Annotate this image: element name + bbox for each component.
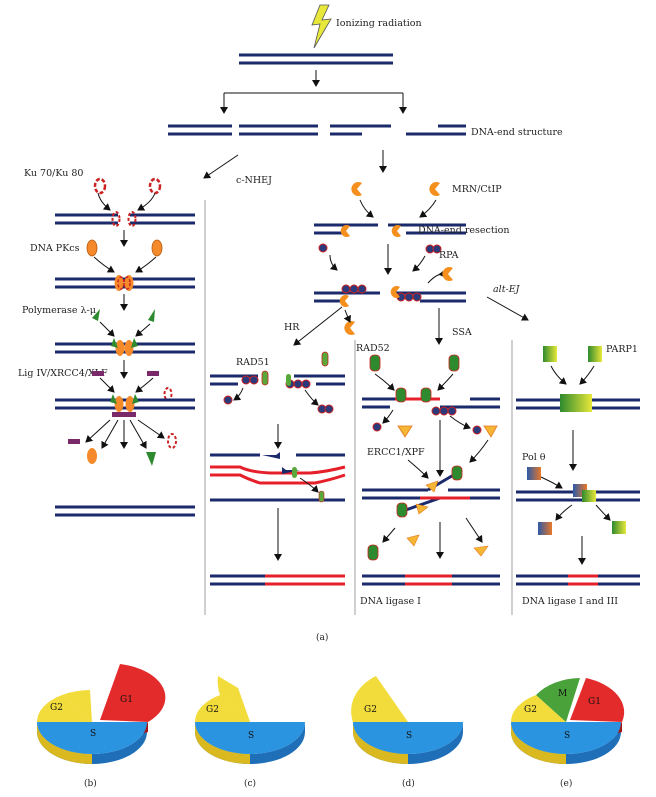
- rad51-molecule: [261, 370, 269, 386]
- ku-label: Ku 70/Ku 80: [24, 168, 83, 179]
- mrn-complex: [429, 182, 440, 196]
- pol-theta-label: Pol θ: [522, 452, 546, 463]
- cell-cycle-pie-c: G2 S: [194, 676, 305, 764]
- panel-a-label: (a): [316, 632, 328, 643]
- cell-cycle-pie-d: G2 S: [351, 676, 463, 764]
- rad51-label: RAD51: [236, 357, 270, 368]
- rad52-molecule: [369, 354, 381, 372]
- ligase-iv-complex: [92, 371, 104, 376]
- pie-c-g2: G2: [206, 705, 219, 715]
- mrn-label: MRN/CtIP: [452, 184, 502, 195]
- ssa-ligase-label: DNA ligase I: [360, 596, 421, 607]
- rpa-label: RPA: [439, 250, 459, 261]
- ercc1-xpf-molecule: [483, 425, 498, 438]
- pie-b-s: S: [90, 729, 96, 739]
- cell-cycle-pie-e: G2 M G1 S: [510, 678, 625, 764]
- broken-dna: [168, 124, 466, 136]
- ligase-iv-complex: [147, 371, 159, 376]
- dna-end-structure-label: DNA-end structure: [471, 127, 563, 138]
- polymerase-molecule: [148, 309, 155, 322]
- intact-dna: [239, 53, 393, 65]
- polymerase-label: Polymerase λ-μ: [22, 305, 96, 316]
- pie-e-g1: G1: [588, 697, 601, 707]
- parp1-molecule: [543, 346, 557, 362]
- rad52-molecule: [448, 354, 460, 372]
- panel-dividers: [204, 200, 513, 615]
- lightning-icon: [311, 4, 332, 49]
- mrn-complex: [351, 182, 362, 196]
- c-nhej-label: c-NHEJ: [236, 175, 272, 186]
- alt-ej-ligase-label: DNA ligase I and III: [522, 596, 618, 607]
- resection-stage: MRN/CtIP DNA-end resection RPA: [284, 182, 529, 346]
- hr-label: HR: [284, 322, 300, 333]
- panel-b-label: (b): [84, 778, 97, 789]
- resection-label: DNA-end resection: [418, 225, 510, 236]
- pie-e-g2: G2: [524, 705, 537, 715]
- ligase-iv-label: Lig IV/XRCC4/XLF: [18, 368, 108, 379]
- parp1-label: PARP1: [606, 344, 638, 355]
- pie-b-g2: G2: [50, 703, 63, 713]
- parp1-molecule: [588, 346, 602, 362]
- ku-ring: [93, 177, 107, 195]
- ercc1-xpf-molecule: [397, 425, 413, 438]
- polymerase-molecule: [92, 309, 100, 321]
- alt-ej-pathway: PARP1 Pol θ DNA ligase I and III: [516, 344, 640, 607]
- pie-e-s: S: [564, 731, 570, 741]
- hr-pathway: RAD51: [210, 351, 346, 586]
- cell-cycle-pie-b: G2 G1 S: [36, 664, 166, 764]
- dna-pkcs-label: DNA PKcs: [30, 243, 80, 254]
- dna-pkcs-molecule: [86, 239, 98, 257]
- ssa-pathway: RAD52 ERCC1/XPF: [356, 343, 500, 607]
- pie-b-g1: G1: [120, 695, 133, 705]
- rad51-molecule: [321, 351, 329, 367]
- arrow: [203, 154, 239, 179]
- rpa-cluster: [341, 284, 422, 302]
- c-nhej-pathway: Ku 70/Ku 80 DNA PKcs Polymerase λ-μ: [18, 168, 195, 517]
- panel-e-label: (e): [560, 778, 572, 789]
- panel-c-label: (c): [244, 778, 256, 789]
- panel-d-label: (d): [402, 778, 415, 789]
- pie-d-s: S: [406, 731, 412, 741]
- pol-theta-molecule: [527, 467, 541, 480]
- pie-d-g2: G2: [364, 705, 377, 715]
- rad52-label: RAD52: [356, 343, 390, 354]
- ercc1-label: ERCC1/XPF: [367, 447, 425, 458]
- d-loop-red: [210, 465, 346, 485]
- dna-pkcs-molecule: [151, 239, 163, 257]
- ku-ring: [148, 177, 162, 195]
- branch-connector: [220, 92, 407, 114]
- pie-c-s: S: [248, 731, 254, 741]
- alt-ej-label: alt-EJ: [493, 284, 521, 295]
- ssa-label: SSA: [452, 327, 472, 338]
- radiation-label: Ionizing radiation: [336, 18, 422, 29]
- pie-e-m: M: [558, 689, 567, 699]
